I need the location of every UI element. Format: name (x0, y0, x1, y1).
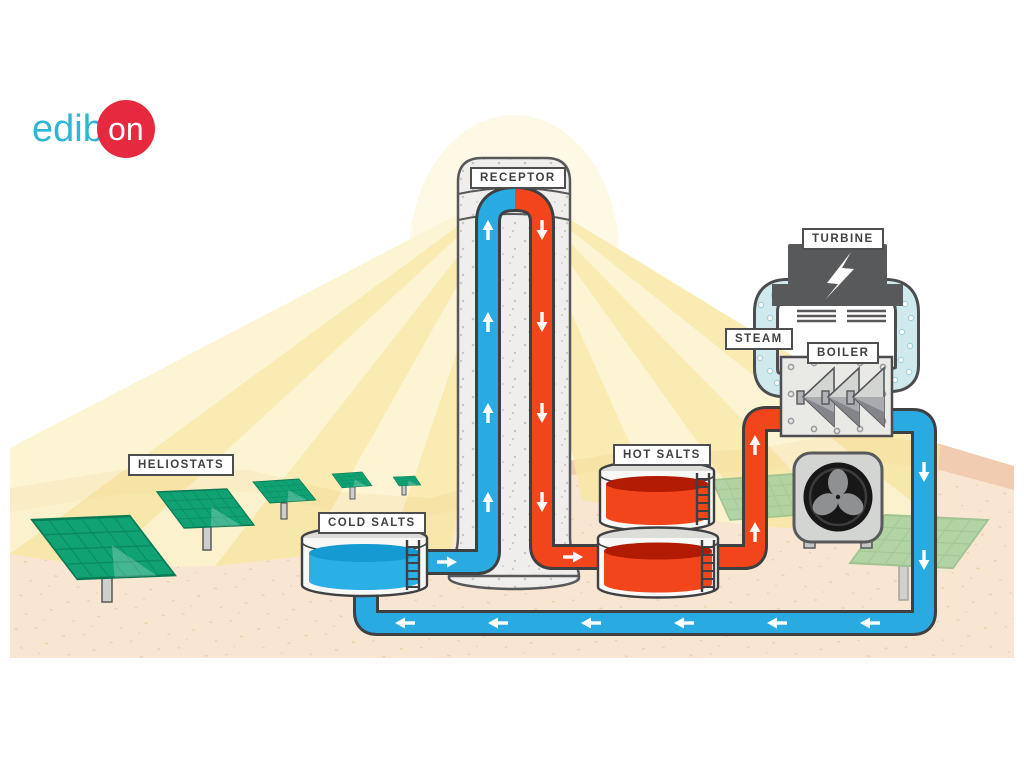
heliostat (331, 471, 373, 500)
heliostat (30, 514, 177, 603)
cooling-fan-unit (792, 451, 884, 549)
heliostat-faded (848, 513, 990, 601)
fan-icon (803, 462, 873, 532)
hot-pipe (514, 186, 790, 570)
boiler-label: BOILER (807, 342, 880, 365)
boiler-fins (796, 366, 885, 428)
cold-pipe (353, 186, 937, 636)
heliostat (252, 478, 317, 520)
boiler-unit (779, 355, 894, 438)
hot-salts-tank-lower (596, 526, 720, 599)
logo-circle: on (96, 100, 155, 158)
turbine-unit (772, 244, 903, 323)
receptor-label: RECEPTOR (470, 167, 566, 190)
logo-text: edib (32, 107, 104, 150)
hot-salts-label: HOT SALTS (613, 444, 711, 467)
ladder-icon (405, 540, 421, 590)
logo-circle-text: on (108, 110, 144, 147)
steam-label: STEAM (725, 328, 793, 351)
ladder-icon (695, 473, 711, 525)
heliostats-label: HELIOSTATS (128, 454, 235, 477)
cold-salts-tank (300, 525, 429, 598)
heliostat (156, 488, 255, 551)
receptor-tower (447, 156, 581, 591)
heliostat (392, 475, 422, 496)
turbine-label: TURBINE (802, 228, 884, 251)
ladder-icon (700, 540, 716, 592)
hot-salts-tank-upper (598, 459, 716, 533)
turbine-vents (797, 309, 886, 323)
edibon-logo: edib on (32, 100, 155, 158)
lightning-icon (825, 252, 854, 300)
cold-salts-label: COLD SALTS (318, 512, 426, 535)
